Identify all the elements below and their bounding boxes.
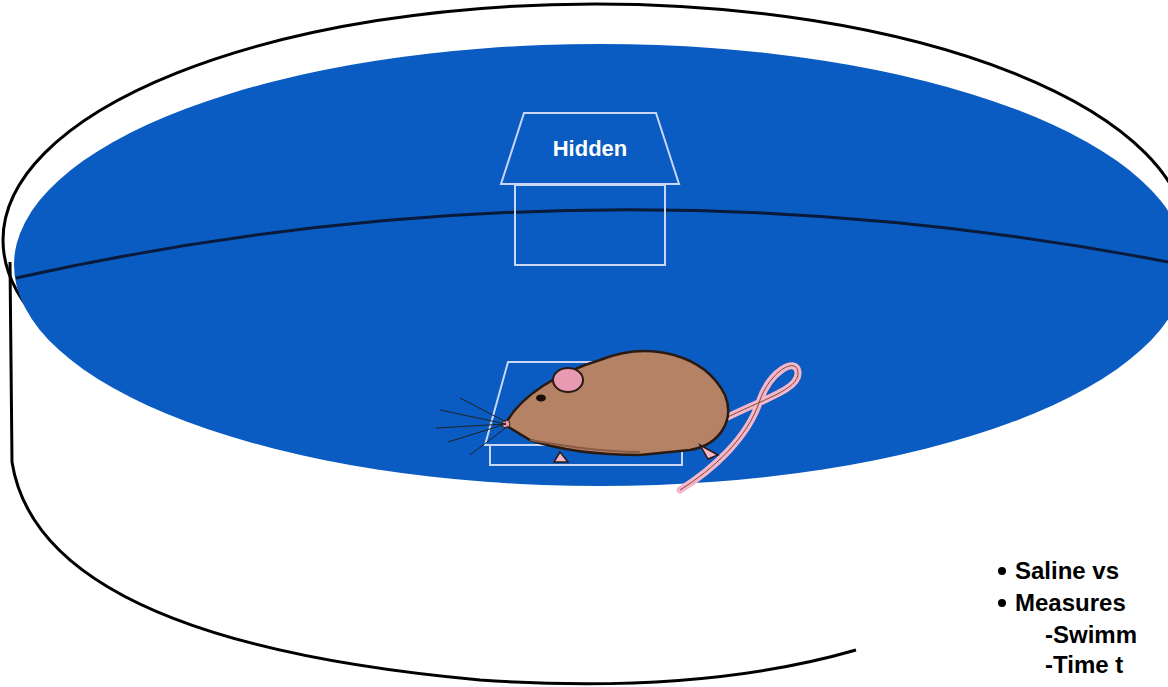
- platform-outline: [501, 113, 679, 184]
- waterline: [16, 210, 1168, 278]
- rat-illustration: [436, 351, 798, 490]
- bullet: [998, 567, 1006, 575]
- platform-label: Hidden: [553, 136, 628, 162]
- bullet: [998, 599, 1006, 607]
- platform-base: [515, 185, 665, 265]
- bullet-text: Measures: [1015, 589, 1126, 617]
- sub-bullet-text: -Swimm: [1045, 621, 1137, 649]
- water: [14, 44, 1168, 486]
- bullet-text: Saline vs: [1015, 557, 1119, 585]
- hidden-platform: Hidden: [500, 112, 680, 185]
- sub-bullet-text: -Time t: [1045, 651, 1123, 679]
